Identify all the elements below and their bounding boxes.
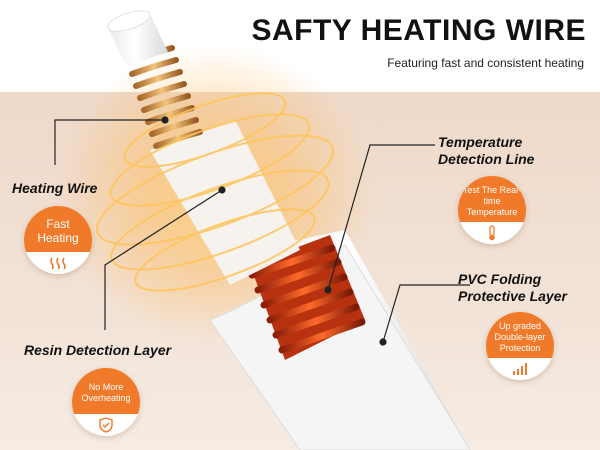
heat-waves-icon (24, 252, 92, 274)
real-time-temperature-text: Test The Real-time Temperature (458, 176, 526, 222)
page-title: SAFTY HEATING WIRE (251, 14, 586, 47)
double-layer-protection-text: Up graded Double-layer Protection (486, 312, 554, 358)
red-coil-section (248, 235, 366, 360)
pvc-protective-label: PVC Folding Protective Layer (458, 271, 567, 304)
page-subtitle: Featuring fast and consistent heating (387, 56, 584, 70)
shield-check-icon (72, 414, 140, 436)
heating-wire-label: Heating Wire (12, 180, 98, 196)
fast-heating-text: Fast Heating (24, 206, 92, 252)
heat-swirl-rings (95, 92, 335, 292)
fast-heating-badge: Fast Heating (24, 206, 92, 274)
signal-bars-icon (486, 358, 554, 380)
no-overheating-badge: No More Overheating (72, 368, 140, 436)
temperature-detection-label: Temperature Detection Line (438, 134, 535, 167)
real-time-temperature-badge: Test The Real-time Temperature (458, 176, 526, 244)
white-core-tip (107, 10, 168, 66)
leader-lines (54, 116, 470, 346)
thermometer-icon (458, 222, 526, 244)
no-overheating-text: No More Overheating (72, 368, 140, 414)
double-layer-protection-badge: Up graded Double-layer Protection (486, 312, 554, 380)
resin-detection-label: Resin Detection Layer (24, 342, 172, 358)
